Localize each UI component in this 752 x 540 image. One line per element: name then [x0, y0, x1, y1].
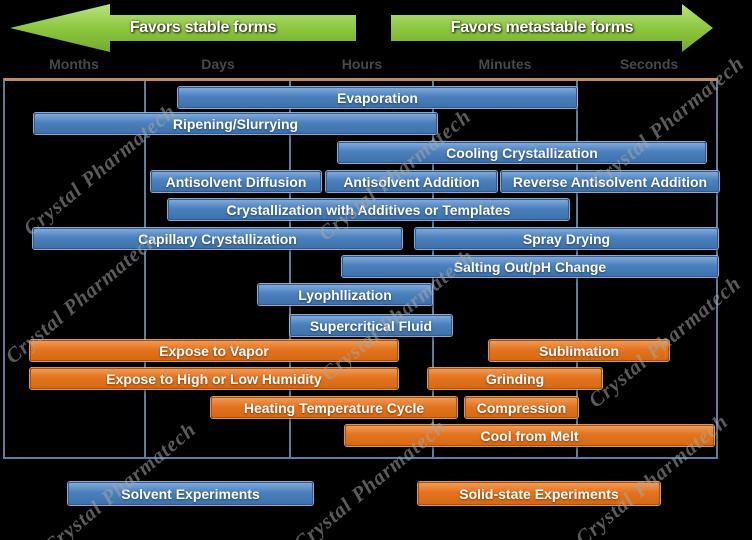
axis-label-months: Months: [49, 56, 99, 72]
legend-solvent-experiments: Solvent Experiments: [68, 482, 313, 505]
bar-heating-temperature-cycle: Heating Temperature Cycle: [211, 397, 457, 418]
bar-spray-drying: Spray Drying: [415, 228, 718, 249]
axis-label-days: Days: [201, 56, 235, 72]
bar-crystallization-with-additives-or-templates: Crystallization with Additives or Templa…: [168, 199, 569, 220]
bar-reverse-antisolvent-addition: Reverse Antisolvent Addition: [501, 171, 719, 192]
favors-metastable-label: Favors metastable forms: [450, 19, 634, 36]
bar-ripening-slurrying: Ripening/Slurrying: [34, 113, 437, 134]
favors-stable-arrow: Favors stable forms: [10, 4, 356, 52]
legend-solid-state-experiments: Solid-state Experiments: [418, 482, 660, 505]
bar-evaporation: Evaporation: [178, 87, 577, 108]
axis-label-minutes: Minutes: [478, 56, 532, 72]
bar-salting-out-ph-change: Salting Out/pH Change: [342, 256, 718, 277]
axis-label-seconds: Seconds: [619, 56, 679, 72]
bar-expose-to-vapor: Expose to Vapor: [30, 340, 398, 361]
bar-capillary-crystallization: Capillary Crystallization: [33, 228, 402, 249]
bar-antisolvent-diffusion: Antisolvent Diffusion: [151, 171, 321, 192]
bar-cooling-crystallization: Cooling Crystallization: [338, 142, 706, 163]
bar-sublimation: Sublimation: [489, 340, 669, 361]
bar-supercritical-fluid: Supercritical Fluid: [290, 315, 452, 336]
bar-lyophllization: Lyophllization: [258, 284, 432, 305]
grid-divider: [144, 81, 146, 459]
bar-grinding: Grinding: [428, 368, 602, 389]
bar-cool-from-melt: Cool from Melt: [345, 425, 714, 446]
axis-label-hours: Hours: [341, 56, 383, 72]
bar-compression: Compression: [465, 397, 578, 418]
grid-divider: [289, 81, 291, 459]
bar-antisolvent-addition: Antisolvent Addition: [326, 171, 497, 192]
bar-expose-to-high-or-low-humidity: Expose to High or Low Humidity: [30, 368, 398, 389]
favors-stable-label: Favors stable forms: [129, 19, 277, 36]
favors-metastable-arrow: Favors metastable forms: [391, 4, 713, 52]
